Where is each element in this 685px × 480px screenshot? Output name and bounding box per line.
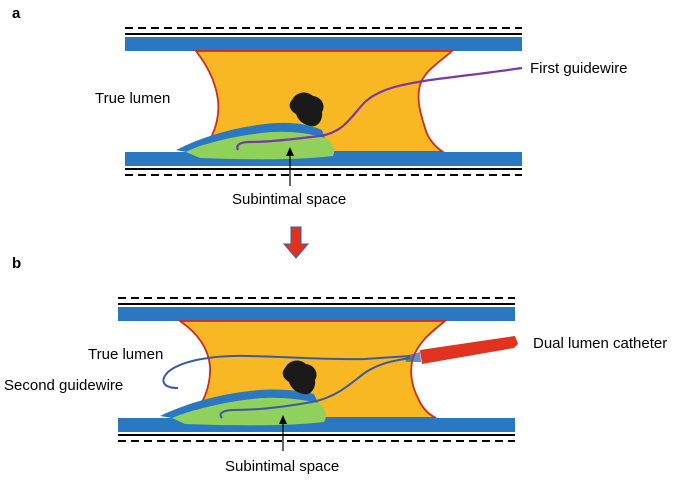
panel-a: a True lumen First guidewire Subintimal … — [12, 5, 628, 208]
vessel-wall-top-b — [118, 307, 515, 321]
true-lumen-label-b: True lumen — [88, 346, 163, 363]
first-guidewire-b — [219, 357, 411, 419]
panel-b-letter: b — [12, 255, 21, 272]
dual-lumen-catheter-label: Dual lumen catheter — [533, 335, 667, 352]
subintimal-space-label: Subintimal space — [232, 191, 346, 208]
subintimal-space-b — [172, 397, 326, 426]
dual-lumen-catheter — [420, 336, 518, 364]
subintimal-space-label-b: Subintimal space — [225, 458, 339, 475]
second-guidewire-label: Second guidewire — [4, 377, 123, 394]
subintimal-pointer-head-b — [279, 415, 287, 424]
first-guidewire-label: First guidewire — [530, 60, 628, 77]
catheter-tip — [405, 352, 421, 362]
first-guidewire — [236, 66, 523, 151]
panel-b: b True lumen Second guidewire Dual lumen… — [4, 255, 667, 475]
dissection-flap — [176, 122, 325, 152]
down-arrow-icon — [282, 226, 310, 259]
dissection-flap-b — [160, 389, 318, 418]
calcium-nodule-b — [282, 360, 317, 395]
panel-a-letter: a — [12, 5, 21, 22]
subintimal-pointer-head — [286, 147, 294, 156]
calcium-nodule — [289, 92, 324, 127]
true-lumen-label: True lumen — [95, 90, 170, 107]
second-guidewire — [162, 354, 411, 389]
vessel-wall-top — [125, 37, 522, 51]
